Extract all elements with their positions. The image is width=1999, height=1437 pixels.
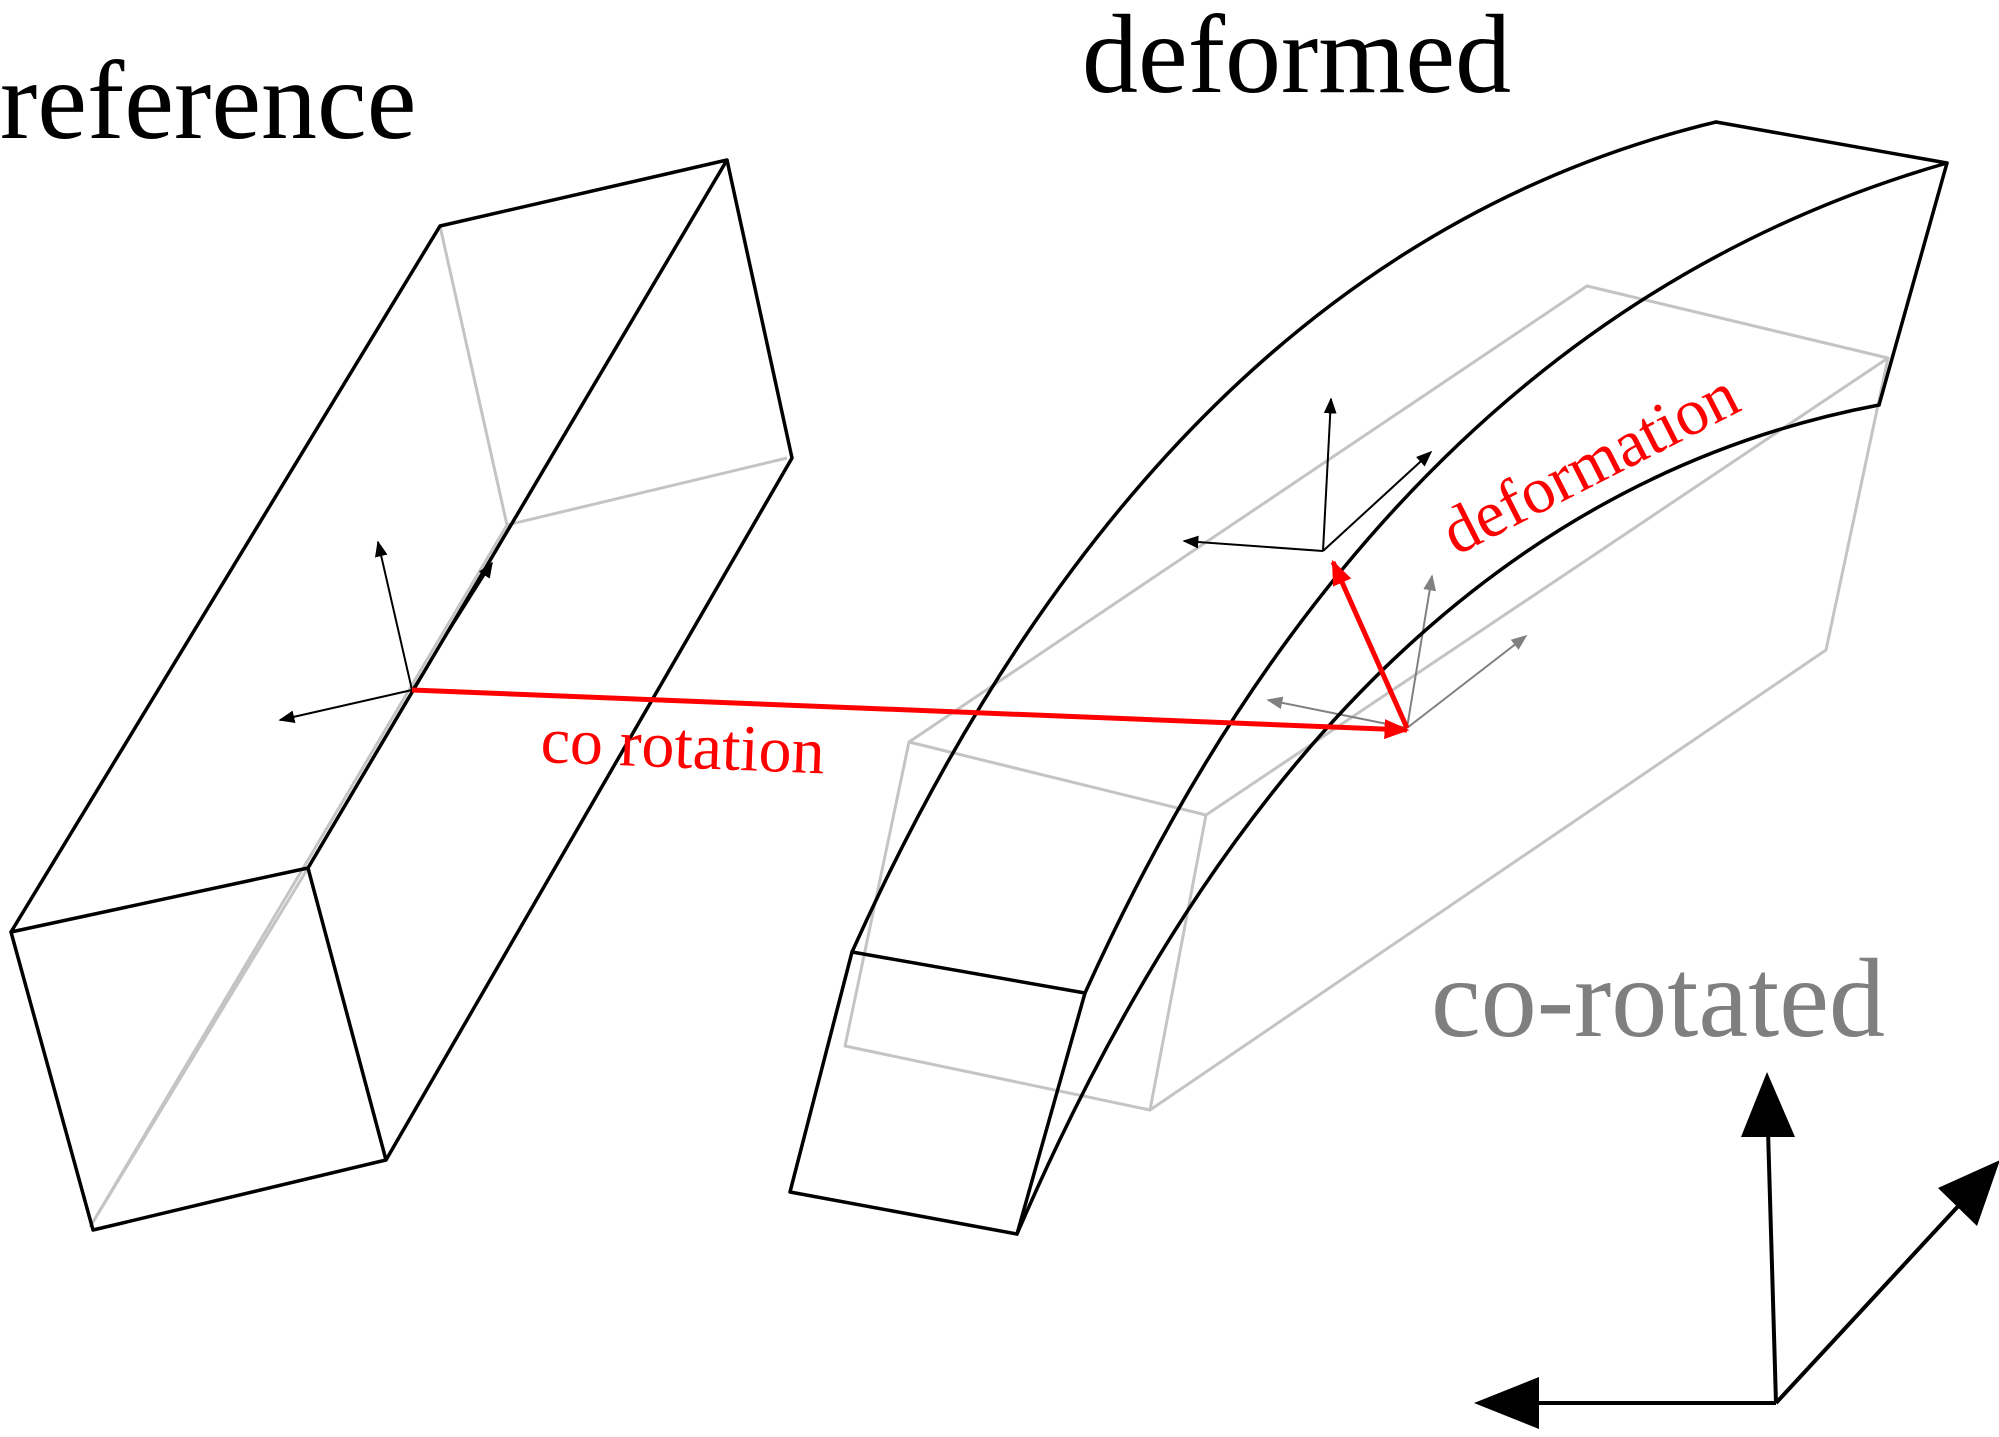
deformed-label: deformed (1082, 0, 1511, 117)
red-arrows (411, 559, 1410, 740)
deformed-frame-arrow-diag (1322, 450, 1433, 552)
deformed-bottom-edge (1015, 403, 1881, 1236)
co-rotation-arrow (411, 687, 1410, 740)
axis-diag-line (1774, 1200, 1964, 1405)
axis-diag-arrowhead (1938, 1160, 1999, 1226)
reference-visible-edges (9, 158, 794, 1232)
axis-up-line (1766, 1129, 1778, 1404)
deformed-box (788, 120, 1949, 1236)
deformed-top-inner-edge (1083, 161, 1949, 995)
co-rotated-small-arrow-up (1406, 574, 1436, 729)
deformed-top-outer-edge (850, 120, 1718, 954)
co-rotated-box-edges (843, 284, 1890, 1112)
reference-frame-arrow-up (374, 540, 413, 691)
co-rotated-box (843, 284, 1890, 1112)
reference-frame (278, 540, 493, 724)
deformed-frame-arrow-left (1182, 535, 1324, 552)
axis-up-arrowhead (1741, 1072, 1795, 1137)
co-rotation-label: co rotation (539, 704, 826, 788)
deformed-frame (1182, 397, 1433, 552)
axis-left-arrowhead (1474, 1377, 1539, 1429)
reference-hidden-edges (88, 225, 788, 1228)
co-rotated-axes (1474, 1072, 1999, 1429)
co-rotated-label: co-rotated (1431, 937, 1885, 1061)
deformation-arrow (1330, 559, 1410, 730)
reference-box (9, 158, 794, 1232)
reference-frame-arrow-left (278, 689, 413, 724)
reference-label: reference (0, 39, 416, 163)
deformation-label: deformation (1430, 358, 1751, 569)
deformed-edges (788, 120, 1949, 1236)
reference-frame-arrow-diag (411, 561, 493, 691)
deformed-frame-arrow-up (1322, 397, 1337, 552)
co-rotated-small-arrow-diag (1406, 635, 1528, 729)
